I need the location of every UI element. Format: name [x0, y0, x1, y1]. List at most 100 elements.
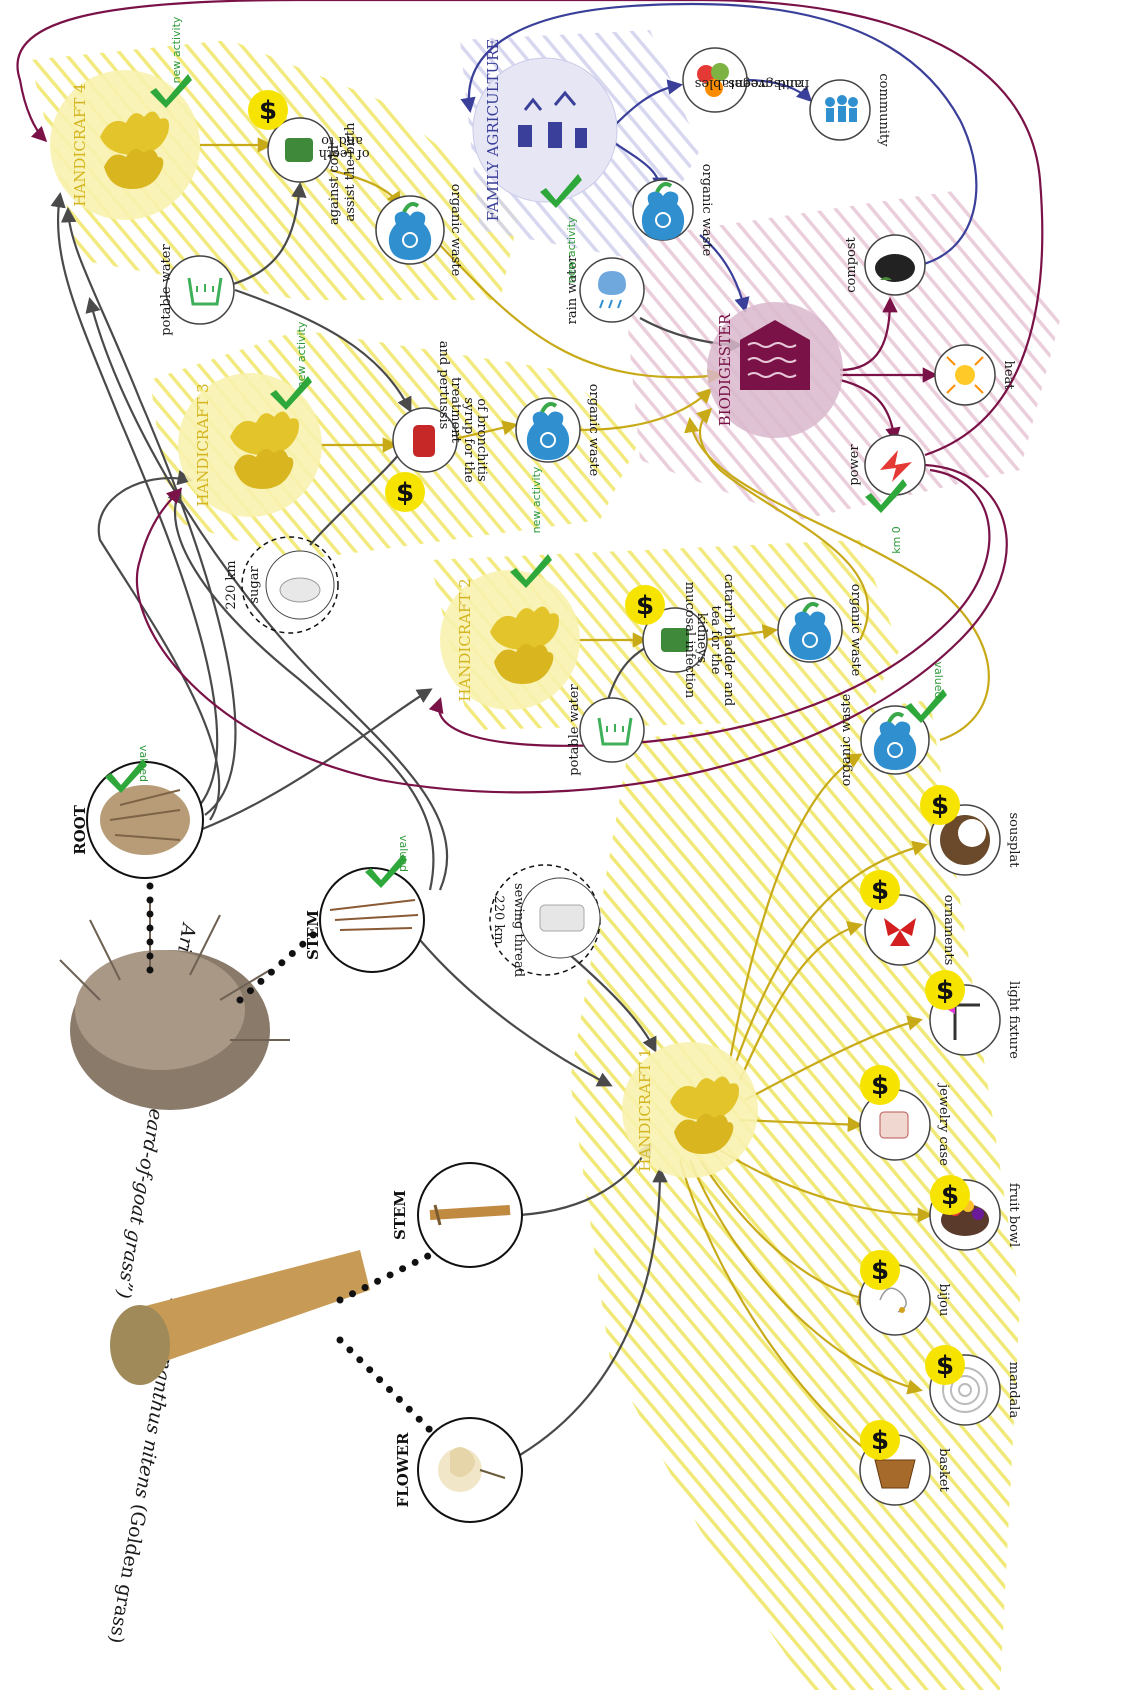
- product-bijou: bijou: [859, 1250, 951, 1336]
- input-potable-water-2: potable water: [567, 684, 645, 776]
- arrow-power-to-h2: [428, 468, 991, 747]
- dollar-icon: [920, 785, 960, 825]
- valued-stem: valued: [397, 835, 410, 872]
- arrow-root-to-h3: [97, 470, 221, 821]
- dollar-icon: [860, 870, 900, 910]
- svg-text:mandala: mandala: [1006, 1362, 1021, 1419]
- biodigester-label: BIODIGESTER: [716, 313, 734, 426]
- product-light-fixture: light fixture: [925, 970, 1021, 1059]
- arrow-waste4-to-bio: [439, 244, 724, 384]
- arrow-h1-to-mandala: [688, 1159, 923, 1395]
- rain-water-label: rain water: [565, 255, 580, 324]
- distance-thread: 220 km: [491, 895, 506, 944]
- waste-agri: organic waste: [632, 164, 714, 257]
- arrow-wastev-to-bio: [684, 416, 990, 742]
- dollar-icon: [925, 970, 965, 1010]
- potable-water-label: potable water: [567, 684, 582, 776]
- arrow-h1-to-fruitbowl: [719, 1149, 934, 1223]
- sewing-thread-label: sewing thread: [511, 883, 526, 977]
- arrow-h1-to-light: [744, 1015, 923, 1101]
- family-agriculture-label: FAMILY AGRICULTURE: [484, 39, 502, 222]
- svg-text:jewelry case: jewelry case: [936, 1082, 951, 1166]
- part-stem-aristida: valued STEM: [304, 835, 425, 973]
- svg-text:fruits, vegetables: fruits, vegetables: [695, 76, 810, 91]
- svg-text:bijou: bijou: [936, 1284, 951, 1317]
- dollar-icon: [860, 1250, 900, 1290]
- product-ornaments: ornaments: [860, 870, 956, 966]
- hub-handicraft-3-label: HANDICRAFT 3: [194, 383, 212, 506]
- arrow-h1-to-wastev: [728, 753, 863, 1061]
- connections: [16, 0, 1044, 1462]
- part-stem-syngonanthus: STEM: [391, 1162, 523, 1268]
- svg-text:against cold: against cold: [327, 145, 342, 225]
- new-activity-3: new activity: [295, 321, 308, 388]
- hub-handicraft-4: HANDICRAFT 4 new activity: [50, 16, 200, 220]
- svg-text:tea for the: tea for the: [708, 605, 723, 674]
- potable-water-label: potable water: [159, 244, 174, 336]
- svg-text:organic waste: organic waste: [586, 384, 601, 477]
- svg-text:catarrh bladder and: catarrh bladder and: [721, 574, 736, 706]
- part-flower-label: FLOWER: [394, 1432, 412, 1508]
- arrow-root-to-h4-b: [60, 206, 237, 816]
- arrow-thread-to-h1: [569, 954, 657, 1053]
- dollar-icon: [385, 472, 425, 512]
- power: km 0 power: [847, 434, 926, 554]
- distance-sugar: 220 km: [224, 560, 239, 609]
- hub-handicraft-2: HANDICRAFT 2 new activity: [440, 466, 580, 710]
- svg-text:of teeth and to: of teeth and to: [314, 133, 369, 161]
- km0-badge: km 0: [890, 526, 903, 554]
- svg-text:light fixture: light fixture: [1006, 981, 1021, 1059]
- dollar-icon: [930, 1175, 970, 1215]
- input-sugar: 220 km sugar: [224, 536, 339, 634]
- species-aristida: Aristida pallens (“Beard-of-goat grass”): [59, 876, 334, 1300]
- svg-text:and pertussis: and pertussis: [436, 341, 451, 430]
- arrow-h1-to-sousplat: [733, 840, 928, 1066]
- new-activity-2: new activity: [530, 466, 543, 533]
- svg-text:organic waste: organic waste: [448, 184, 463, 277]
- dollar-icon: [248, 90, 288, 130]
- svg-text:kidneys,: kidneys,: [694, 613, 709, 668]
- aristida-photo: [59, 900, 290, 1110]
- svg-text:organic waste: organic waste: [699, 164, 714, 257]
- dollar-icon: [625, 585, 665, 625]
- svg-text:and greens: and greens: [728, 76, 802, 91]
- hub-handicraft-4-label: HANDICRAFT 4: [71, 83, 89, 206]
- svg-text:basket: basket: [936, 1448, 951, 1492]
- compost: compost: [844, 234, 926, 296]
- valued-root: valued: [137, 745, 150, 782]
- svg-text:ornaments: ornaments: [941, 895, 956, 965]
- product-tea: tea for the catarrh bladder and kidneys,…: [625, 574, 736, 706]
- product-cold-remedy: of teeth and to against cold assist the …: [248, 90, 370, 225]
- arrow-potable-to-syrup: [234, 288, 412, 413]
- arrow-fruits-to-community: [744, 78, 813, 103]
- part-stem-aristida-label: STEM: [304, 910, 322, 960]
- sugar-label: sugar: [247, 566, 262, 604]
- svg-text:syrup for the: syrup for the: [461, 397, 476, 483]
- svg-text:heat: heat: [1001, 360, 1016, 390]
- hub-handicraft-2-label: HANDICRAFT 2: [456, 578, 474, 701]
- waste-h3: organic waste: [515, 384, 601, 477]
- part-root-label: ROOT: [71, 804, 89, 855]
- svg-text:organic waste: organic waste: [848, 584, 863, 677]
- svg-text:power: power: [847, 444, 862, 486]
- arrow-waste-to-bio: [699, 234, 750, 313]
- arrow-waste3-to-bio: [579, 387, 713, 432]
- arrow-bio-to-power: [839, 378, 901, 444]
- dotted-link-aristida-root: [146, 876, 334, 1004]
- part-root: valued ROOT: [71, 745, 204, 879]
- new-activity-4: new activity: [170, 16, 183, 83]
- product-fruit-bowl: fruit bowl: [929, 1175, 1021, 1251]
- arrow-stem1-to-h4: [85, 297, 449, 891]
- input-potable-water-1: potable water: [159, 244, 235, 336]
- fruits-vegetables: fruits, vegetables and greens: [682, 47, 810, 113]
- hub-handicraft-1: HANDICRAFT 1: [622, 1042, 758, 1178]
- svg-text:treatment: treatment: [448, 377, 463, 443]
- arrow-syrup-to-waste3: [449, 420, 519, 442]
- svg-text:community: community: [876, 73, 891, 147]
- arrow-flower-to-h1: [519, 1166, 668, 1456]
- waste-h4: organic waste: [375, 184, 463, 277]
- product-jewelry-case: jewelry case: [859, 1065, 951, 1166]
- arrow-power-to-h4: [16, 0, 1044, 457]
- arrow-root-to-h4: [50, 191, 219, 816]
